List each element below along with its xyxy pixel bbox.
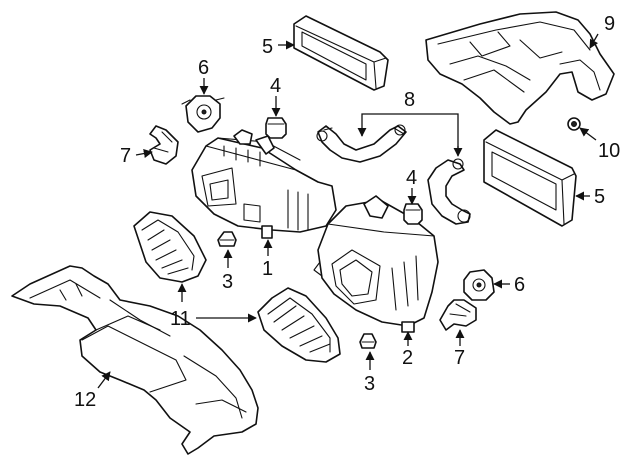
callout-7-right: 7 (454, 347, 465, 369)
rubber-mount-right (403, 203, 423, 225)
callout-4-top: 4 (270, 75, 281, 97)
hose-lower (427, 158, 471, 225)
engine-cover (425, 11, 615, 125)
callout-numbers: 5 6 4 8 7 9 10 5 4 1 3 6 11 2 7 3 12 (74, 13, 620, 411)
grommet-left (217, 231, 237, 247)
callout-3-left: 3 (222, 271, 233, 293)
grommet-right (359, 333, 377, 349)
hose-upper (316, 124, 407, 163)
air-cleaner-housing-right (313, 195, 439, 333)
callout-6-right: 6 (514, 274, 525, 296)
callout-7-left: 7 (120, 145, 131, 167)
leader-lines (97, 33, 599, 389)
callout-2: 2 (402, 347, 413, 369)
sensor-right (463, 269, 495, 301)
filter-box-right (483, 129, 577, 227)
callout-10: 10 (598, 140, 620, 162)
leader-9 (589, 33, 599, 49)
callout-6-top: 6 (198, 57, 209, 79)
callout-9: 9 (604, 13, 615, 35)
valve-right (439, 299, 477, 331)
leader-10 (579, 127, 597, 141)
callout-12: 12 (74, 389, 96, 411)
air-cleaner-housing-left (191, 129, 337, 239)
filter-element-right (257, 287, 341, 363)
callout-8: 8 (404, 89, 415, 111)
filter-box-top (293, 15, 389, 91)
leader-8-bracket (361, 113, 459, 152)
callout-11: 11 (170, 308, 191, 330)
callout-5-top: 5 (262, 36, 273, 58)
valve-left (149, 125, 179, 165)
callout-3-right: 3 (364, 373, 375, 395)
lower-duct-tray (11, 265, 259, 455)
filter-element-left (133, 211, 207, 283)
leader-7a (135, 149, 153, 158)
callout-5-right: 5 (594, 186, 605, 208)
callout-1: 1 (262, 258, 273, 280)
leader-12 (97, 371, 111, 389)
callout-4-right: 4 (406, 167, 417, 189)
rubber-mount-top (265, 117, 287, 139)
bolt (567, 117, 581, 131)
sensor-top (181, 95, 225, 133)
